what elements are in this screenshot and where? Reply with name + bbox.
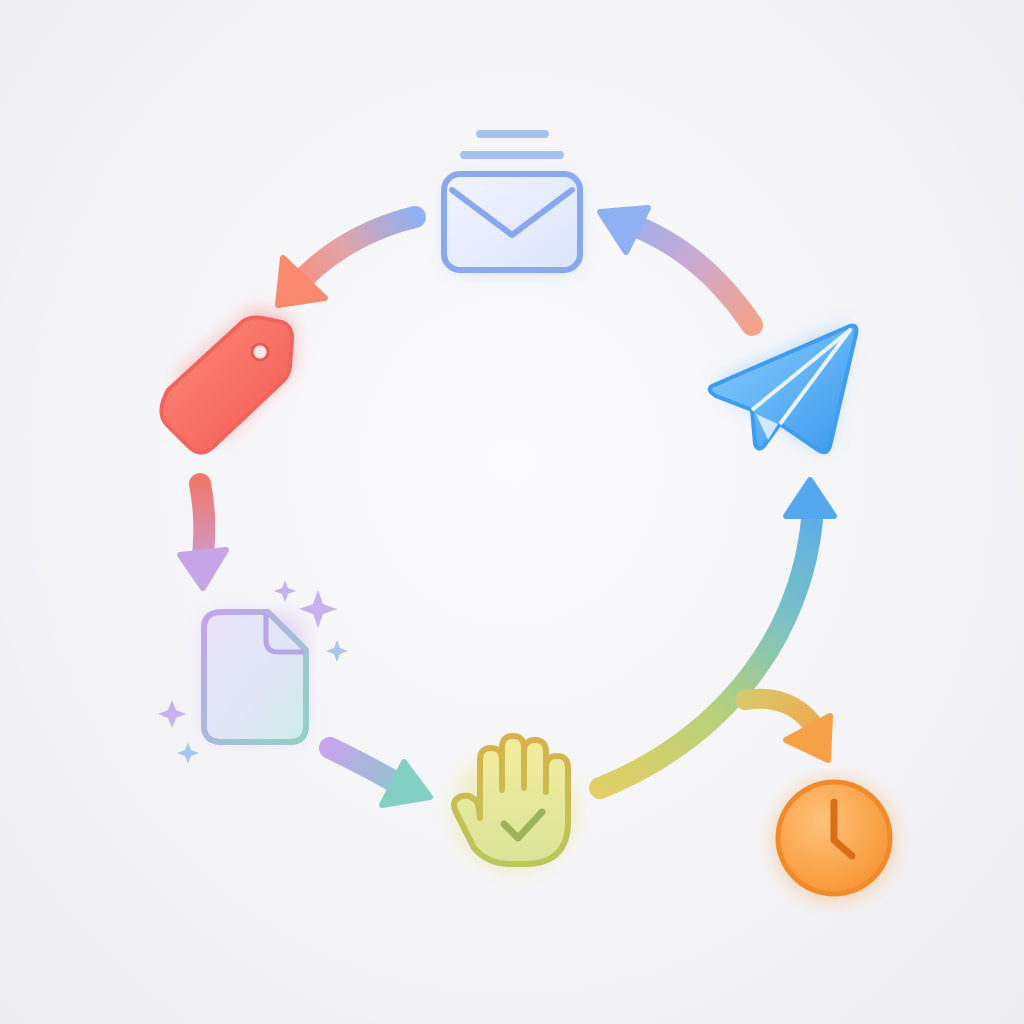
sparkle-icon [326,640,348,662]
sparkle-icon [158,700,186,728]
arrowhead-tag [275,255,328,308]
edge-tag-to-draft [177,473,229,591]
arrowhead-send [783,477,837,519]
arrowhead-draft [177,547,229,591]
arrowhead-inbox [597,205,651,255]
tag-icon [159,310,295,455]
sparkle-icon [299,590,337,628]
sparkle-icon [274,580,296,602]
inbox-mail-icon [441,130,583,273]
clock-icon [774,779,894,900]
paper-plane-icon [707,323,859,455]
arrowhead-approve [379,759,433,808]
arrowhead-schedule [783,713,833,763]
edge-draft-to-approve [319,737,433,808]
sparkle-icon [177,742,199,764]
edge-inbox-to-tag [275,206,426,308]
edge-approve-to-schedule [735,688,833,763]
document-sparkle-icon [158,580,348,764]
edge-approve-to-send [589,477,837,799]
hand-check-icon [451,733,575,870]
edge-send-to-inbox [597,205,763,336]
